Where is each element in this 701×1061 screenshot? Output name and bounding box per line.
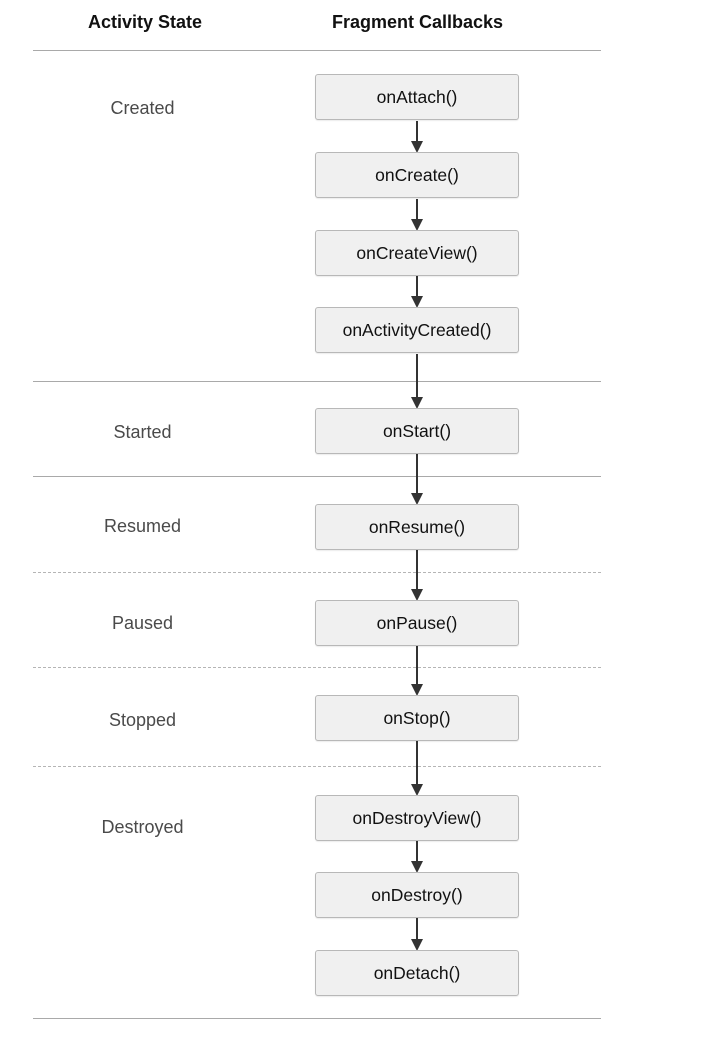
- callback-on-attach: onAttach(): [315, 74, 519, 120]
- callback-label: onCreateView(): [356, 242, 478, 263]
- state-destroyed: Destroyed: [101, 817, 184, 837]
- callback-on-create-view: onCreateView(): [315, 230, 519, 276]
- header-activity-state: Activity State: [87, 12, 203, 32]
- callback-label: onAttach(): [376, 86, 458, 107]
- callback-on-destroy: onDestroy(): [315, 872, 519, 918]
- state-resumed: Resumed: [103, 516, 182, 536]
- callback-label: onDetach(): [373, 962, 461, 983]
- callback-on-destroy-view: onDestroyView(): [315, 795, 519, 841]
- callback-on-detach: onDetach(): [315, 950, 519, 996]
- callback-label: onStart(): [382, 420, 452, 441]
- header-fragment-callbacks: Fragment Callbacks: [331, 12, 504, 32]
- callback-label: onPause(): [376, 612, 458, 633]
- state-created: Created: [110, 98, 175, 118]
- callback-on-create: onCreate(): [315, 152, 519, 198]
- state-paused: Paused: [111, 613, 174, 633]
- divider-created-started: [33, 381, 601, 382]
- callback-on-stop: onStop(): [315, 695, 519, 741]
- callback-label: onDestroyView(): [352, 807, 482, 828]
- divider-paused-stopped: [33, 667, 601, 668]
- footer-divider: [33, 1018, 601, 1019]
- state-stopped: Stopped: [108, 710, 177, 730]
- callback-on-activity-created: onActivityCreated(): [315, 307, 519, 353]
- divider-resumed-paused: [33, 572, 601, 573]
- divider-stopped-destroyed: [33, 766, 601, 767]
- callback-label: onCreate(): [375, 164, 459, 185]
- callback-on-resume: onResume(): [315, 504, 519, 550]
- state-started: Started: [113, 422, 172, 442]
- callback-label: onActivityCreated(): [342, 319, 492, 340]
- callback-label: onResume(): [368, 516, 466, 537]
- callback-on-pause: onPause(): [315, 600, 519, 646]
- callback-label: onStop(): [383, 707, 451, 728]
- header-divider: [33, 50, 601, 51]
- callback-on-start: onStart(): [315, 408, 519, 454]
- divider-started-resumed: [33, 476, 601, 477]
- callback-label: onDestroy(): [371, 884, 463, 905]
